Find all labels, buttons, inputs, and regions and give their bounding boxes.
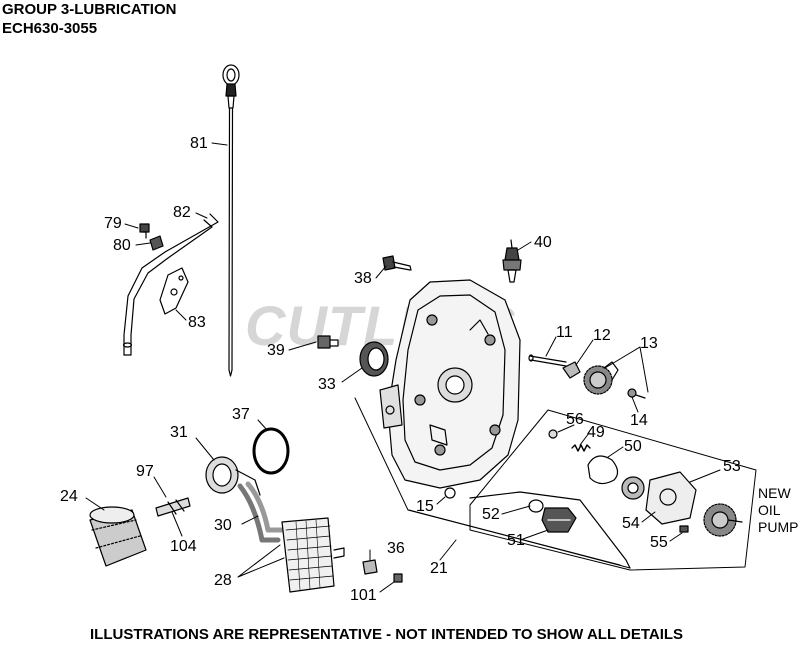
gasket-15-part	[444, 487, 456, 499]
oil-cooler-28-part	[281, 517, 345, 593]
part-label-101: 101	[350, 587, 377, 604]
part-label-24: 24	[60, 488, 78, 505]
washer-12-part	[562, 361, 581, 379]
o-ring-50-part	[587, 455, 619, 485]
part-label-31: 31	[170, 424, 188, 441]
part-label-97: 97	[136, 463, 154, 480]
part-label-15: 15	[416, 498, 434, 515]
oil-filter-24-part	[89, 506, 147, 567]
part-label-33: 33	[318, 376, 336, 393]
new-oil-pump-note: NEW OIL PUMP	[758, 485, 798, 536]
spring-49-part	[571, 444, 591, 452]
screw-55-part	[679, 525, 689, 533]
part-label-80: 80	[113, 237, 131, 254]
oil-hose-30-part	[237, 481, 287, 543]
screw-79-part	[139, 223, 150, 239]
oil-seal-33-part	[359, 341, 389, 377]
part-label-40: 40	[534, 234, 552, 251]
oil-sensor-40-part	[502, 239, 522, 283]
o-ring-37-part	[252, 427, 290, 475]
pin-11-part	[528, 354, 567, 367]
part-label-53: 53	[723, 458, 741, 475]
part-label-83: 83	[188, 314, 206, 331]
part-label-50: 50	[624, 438, 642, 455]
note-line-2: OIL	[758, 502, 781, 518]
part-label-12: 12	[593, 327, 611, 344]
part-label-30: 30	[214, 517, 232, 534]
part-label-52: 52	[482, 506, 500, 523]
oil-pump-53-part	[621, 471, 743, 537]
closure-plate-21-part	[379, 279, 521, 489]
diagram-title: GROUP 3-LUBRICATION	[2, 1, 177, 18]
screw-101-part	[393, 573, 403, 583]
part-label-79: 79	[104, 215, 122, 232]
pickup-51-part	[528, 499, 577, 533]
filter-adapter-31-part	[205, 456, 261, 496]
part-label-13: 13	[640, 335, 658, 352]
gear-13-part	[583, 361, 646, 399]
part-label-28: 28	[214, 572, 232, 589]
part-label-39: 39	[267, 342, 285, 359]
part-label-36: 36	[387, 540, 405, 557]
clip-36-part	[362, 559, 378, 575]
bolt-38-part	[382, 255, 412, 271]
dipstick-tube-part	[122, 213, 219, 356]
clamp-80-part	[149, 235, 164, 251]
part-label-11: 11	[556, 324, 573, 341]
part-label-56: 56	[566, 411, 584, 428]
part-label-51: 51	[507, 532, 525, 549]
part-label-81: 81	[190, 135, 208, 152]
part-label-55: 55	[650, 534, 668, 551]
part-label-104: 104	[170, 538, 197, 555]
part-label-49: 49	[587, 424, 605, 441]
part-label-54: 54	[622, 515, 640, 532]
note-line-3: PUMP	[758, 519, 799, 535]
part-label-37: 37	[232, 406, 250, 423]
nipple-97-part	[155, 497, 191, 517]
fitting-39-part	[317, 335, 339, 349]
part-label-82: 82	[173, 204, 191, 221]
disclaimer-footer: ILLUSTRATIONS ARE REPRESENTATIVE - NOT I…	[90, 626, 684, 643]
oil-pump-kit-outline	[469, 409, 757, 571]
ball-56-part	[548, 429, 558, 439]
model-number: ECH630-3055	[2, 20, 98, 37]
guide-lines	[354, 397, 631, 569]
part-label-14: 14	[630, 412, 648, 429]
leader-lines	[85, 142, 721, 593]
dipstick-part	[222, 64, 240, 377]
part-label-21: 21	[430, 560, 448, 577]
part-label-38: 38	[354, 270, 372, 287]
note-line-1: NEW	[758, 485, 791, 501]
